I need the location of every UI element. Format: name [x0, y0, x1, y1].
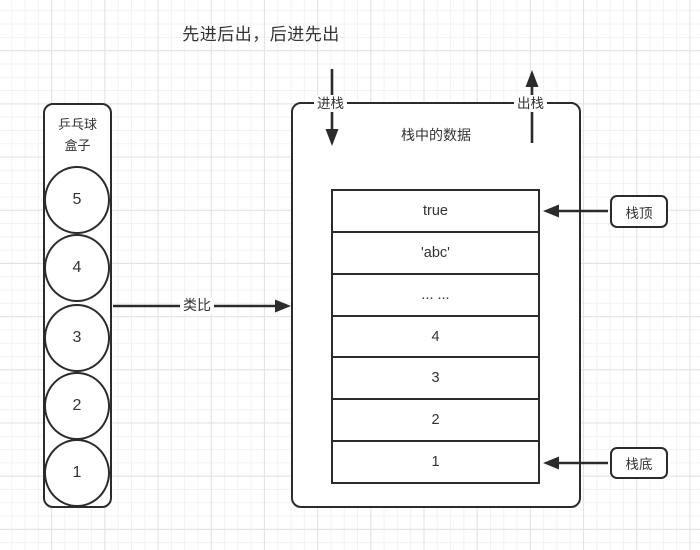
pingpong-box: 乒乓球 盒子 5 4 3 2 1: [43, 103, 112, 508]
diagram-title: 先进后出，后进先出: [182, 25, 340, 44]
stack-cell-ellipsis: ... ...: [333, 275, 538, 317]
push-label: 进栈: [314, 95, 347, 112]
analogy-label: 类比: [180, 297, 214, 314]
pingpong-box-label: 乒乓球 盒子: [45, 114, 110, 156]
stack-cell-4: 4: [333, 317, 538, 359]
stack-box-title: 栈中的数据: [401, 127, 471, 143]
stack-top-tag: 栈顶: [610, 195, 668, 228]
stack-cell-1: 1: [431, 454, 440, 471]
stack-cell-abc: 'abc': [333, 233, 538, 275]
ball-5: 5: [44, 166, 110, 234]
ball-2: 2: [44, 372, 110, 440]
ball-1: 1: [44, 439, 110, 507]
ball-3: 3: [44, 304, 110, 372]
stack-cell-2: 2: [333, 400, 538, 443]
pop-label: 出栈: [514, 95, 547, 112]
pingpong-box-label-line2: 盒子: [64, 138, 91, 153]
pingpong-box-label-line1: 乒乓球: [57, 117, 97, 132]
stack-cell-3: 3: [333, 358, 538, 401]
stack-bottom-tag: 栈底: [610, 447, 668, 479]
stack-cell-true: true: [333, 191, 538, 233]
ball-4: 4: [44, 234, 110, 302]
stack-table: true 'abc' ... ... 4 3 2 1: [331, 189, 540, 484]
